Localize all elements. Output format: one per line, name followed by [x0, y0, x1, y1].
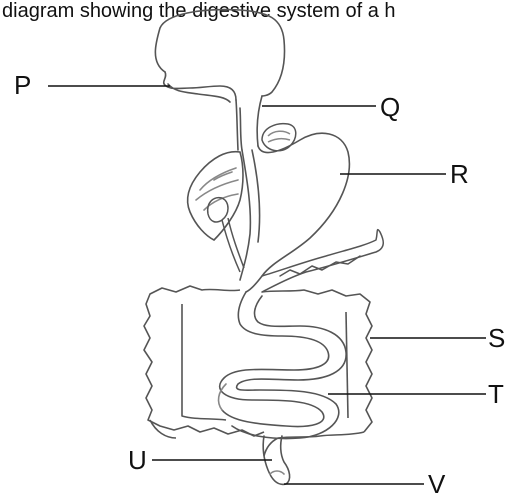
- label-q: Q: [380, 92, 400, 122]
- pancreas: [262, 230, 383, 292]
- mouth-cavity: [155, 10, 284, 102]
- small-organ: [262, 124, 296, 151]
- label-v: V: [428, 469, 446, 496]
- label-s: S: [488, 323, 505, 353]
- liver: [188, 152, 243, 240]
- label-t: T: [488, 379, 504, 409]
- gall-bladder: [208, 198, 244, 272]
- label-u: U: [128, 445, 147, 475]
- oesophagus: [236, 96, 262, 150]
- small-intestine: [219, 292, 347, 439]
- label-p: P: [14, 70, 31, 100]
- label-r: R: [450, 159, 469, 189]
- stomach: [240, 133, 349, 292]
